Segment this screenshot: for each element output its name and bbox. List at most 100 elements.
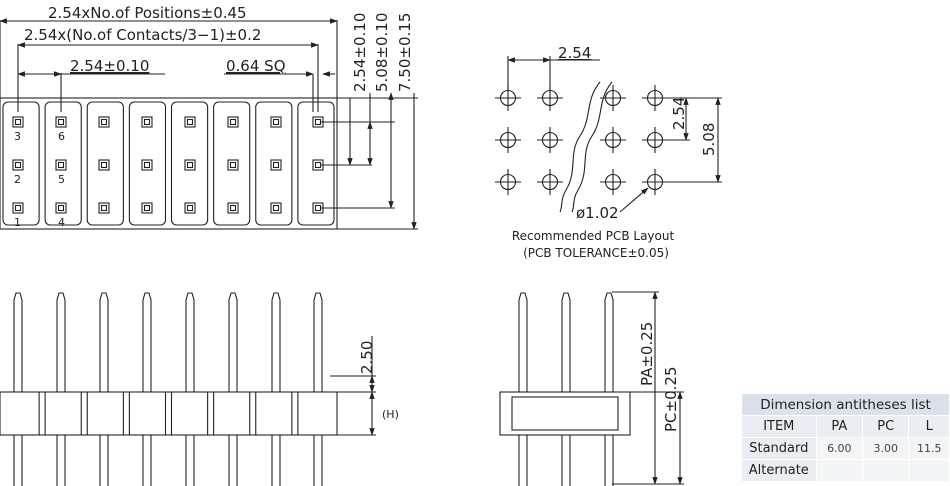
table-row: Alternate: [741, 459, 950, 482]
pin-square-inner: [14, 161, 22, 169]
side-pins: [518, 292, 614, 486]
front-pin: [228, 292, 238, 486]
pin-square-outer: [98, 116, 110, 128]
cell-pa: [815, 459, 864, 482]
pin-square-outer: [55, 116, 67, 128]
pin-number: 5: [58, 173, 65, 186]
pin-number: 2: [14, 173, 21, 186]
pin-square-inner: [186, 161, 194, 169]
table-header-item: ITEM: [741, 415, 817, 438]
pin-square-inner: [100, 118, 108, 126]
pin-square-inner: [272, 161, 280, 169]
pin-square-inner: [57, 204, 65, 212]
housing-cell: [297, 101, 335, 226]
dimension-table: Dimension antitheses list ITEM PA PC L S…: [741, 393, 950, 482]
pin-square-outer: [227, 159, 239, 171]
pin-square-inner: [14, 118, 22, 126]
dim-pitch-label: 2.54±0.10: [70, 57, 149, 75]
pin-number: 4: [58, 216, 65, 229]
front-pins: [13, 292, 323, 486]
housing-top-outline: [0, 97, 338, 230]
pin-square-inner: [272, 204, 280, 212]
pin-square-inner: [229, 118, 237, 126]
pin-square-inner: [186, 204, 194, 212]
dim-width-label: 7.50±0.15: [396, 13, 414, 92]
table-header-pa: PA: [815, 415, 864, 438]
pin-square-outer: [184, 116, 196, 128]
pin-square-inner: [14, 204, 22, 212]
row-label: Alternate: [741, 459, 817, 482]
pin-square-inner: [143, 118, 151, 126]
cell-pa: 6.00: [815, 437, 864, 460]
pin-square-outer: [98, 202, 110, 214]
pin-square-outer: [184, 202, 196, 214]
pin-square-outer: [270, 116, 282, 128]
dim-positions-label: 2.54xNo.of Positions±0.45: [48, 4, 247, 22]
pin-square-outer: [141, 159, 153, 171]
pin-square-inner: [143, 161, 151, 169]
break-line: [559, 81, 601, 213]
side-pin: [518, 292, 528, 486]
pin-square-outer: [12, 202, 24, 214]
side-pin: [604, 292, 614, 486]
dim-row-pitch-label: 2.54±0.10: [351, 13, 369, 92]
cell-l: 11.5: [908, 437, 950, 460]
pin-square-outer: [270, 159, 282, 171]
pin-number: 6: [58, 130, 65, 143]
pcb-pitch-x-label: 2.54: [558, 44, 591, 62]
pin-square-outer: [141, 116, 153, 128]
dim-contacts-label: 2.54x(No.of Contacts/3−1)±0.2: [24, 26, 261, 44]
pin-square-inner: [314, 204, 322, 212]
top-view: [0, 18, 418, 230]
pin-square-outer: [98, 159, 110, 171]
housing-cell: [255, 101, 293, 226]
front-pin: [185, 292, 195, 486]
pin-square-inner: [143, 204, 151, 212]
pin-number: 1: [14, 216, 21, 229]
pcb-holes: [495, 85, 668, 195]
table-title: Dimension antitheses list: [741, 393, 950, 416]
pin-square-inner: [186, 118, 194, 126]
side-pin: [561, 292, 571, 486]
pin-square-inner: [100, 204, 108, 212]
pin-square-outer: [227, 202, 239, 214]
pin-square-outer: [227, 116, 239, 128]
front-housing: [0, 391, 338, 436]
pin-square-inner: [57, 118, 65, 126]
pin-number: 3: [14, 130, 21, 143]
housing-cell: [44, 101, 82, 226]
front-pin: [13, 292, 23, 486]
pin-square-inner: [229, 204, 237, 212]
pin-square-inner: [314, 118, 322, 126]
pcb-pitch-y-label: 2.54: [670, 97, 688, 130]
dim-tail-label: 2.50: [358, 341, 376, 374]
dim-row-span-label: 5.08±0.10: [373, 13, 391, 92]
side-view: [499, 291, 684, 486]
table-row: Standard 6.00 3.00 11.5: [741, 437, 950, 460]
pin-square-outer: [184, 159, 196, 171]
dim-h-label: (H): [382, 408, 399, 421]
housing-cell: [86, 101, 124, 226]
pin-square-inner: [314, 161, 322, 169]
front-pin: [313, 292, 323, 486]
housing-cells: [2, 101, 335, 226]
dim-pc-label: PC±0.25: [662, 367, 680, 433]
pcb-tolerance: (PCB TOLERANCE±0.05): [523, 246, 669, 260]
row-label: Standard: [741, 437, 817, 460]
cell-pc: 3.00: [862, 437, 910, 460]
pin-square-outer: [55, 159, 67, 171]
front-pin: [56, 292, 66, 486]
front-pin: [99, 292, 109, 486]
table-header-pc: PC: [862, 415, 910, 438]
dim-pin-sq-label: 0.64 SQ: [226, 57, 286, 75]
housing-cell: [213, 101, 251, 226]
pin-square-outer: [12, 159, 24, 171]
cell-pc: [862, 459, 910, 482]
break-line: [571, 81, 613, 213]
housing-cell: [2, 101, 40, 226]
pin-square-outer: [55, 202, 67, 214]
pin-square-inner: [100, 161, 108, 169]
pin-square-outer: [12, 116, 24, 128]
table-header-l: L: [908, 415, 950, 438]
